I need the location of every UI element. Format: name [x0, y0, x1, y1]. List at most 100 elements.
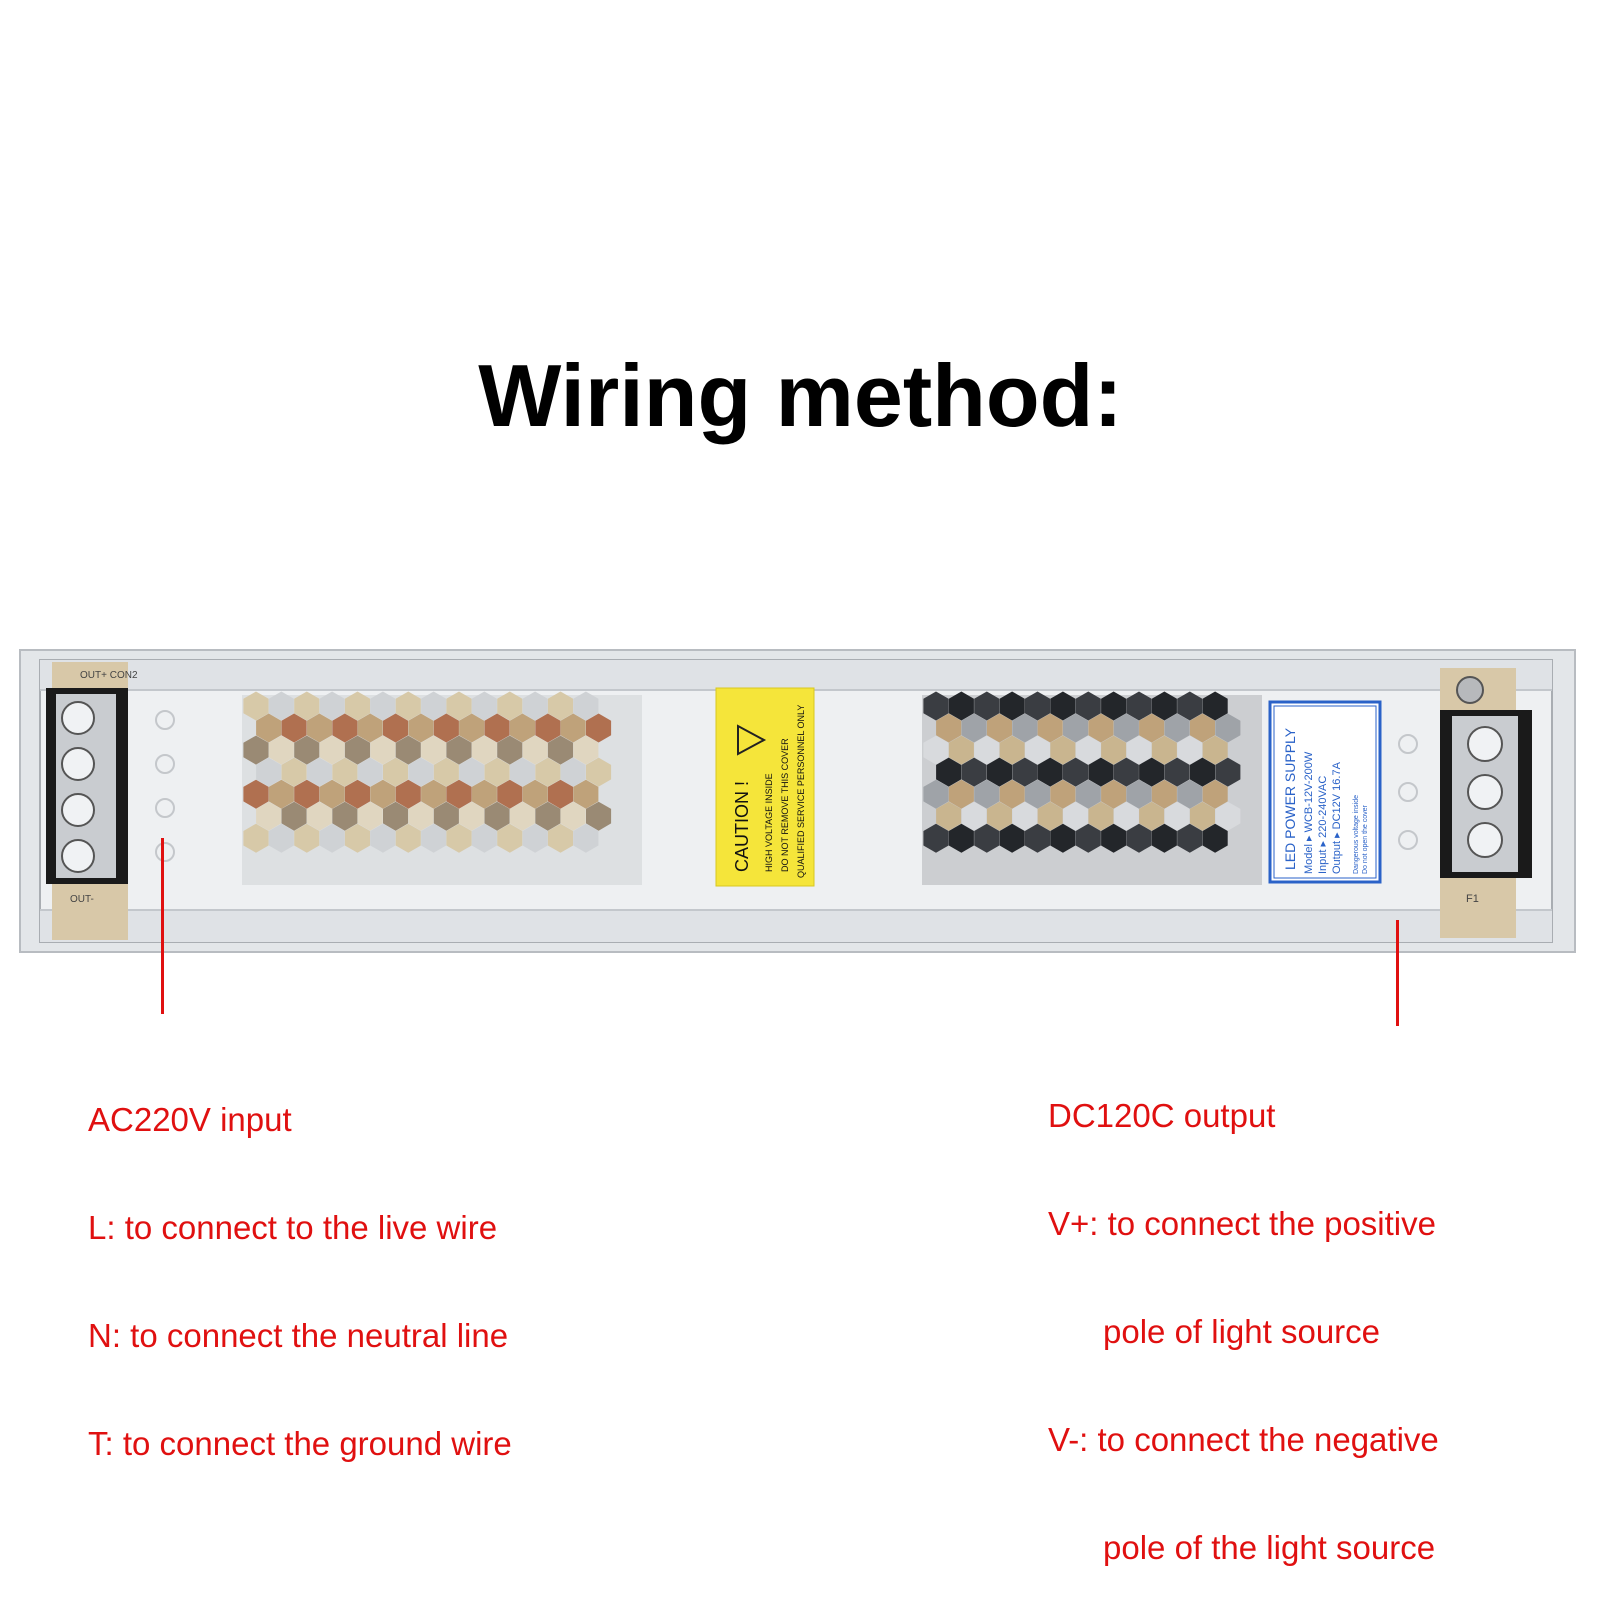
- vent-hole: [1113, 757, 1139, 787]
- vent-hole: [281, 757, 307, 787]
- vent-hole: [294, 691, 320, 721]
- vent-hole: [1215, 757, 1241, 787]
- caution-label: CAUTION ! HIGH VOLTAGE INSIDE DO NOT REM…: [715, 687, 815, 887]
- vent-hole: [433, 713, 459, 743]
- vent-hole: [306, 713, 332, 743]
- vent-hole: [923, 823, 949, 853]
- vent-hole: [459, 713, 485, 743]
- vent-hole: [535, 801, 561, 831]
- vent-hole: [421, 735, 447, 765]
- vent-hole: [1037, 757, 1063, 787]
- spec-line-input: Input ▸ 220-240VAC: [1317, 776, 1329, 874]
- vent-hole: [319, 779, 345, 809]
- vent-hole: [421, 823, 447, 853]
- vent-hole: [999, 691, 1025, 721]
- vent-hole: [1024, 823, 1051, 853]
- vent-hole: [1177, 823, 1203, 853]
- vent-hole: [1075, 735, 1101, 765]
- vent-hole: [560, 801, 586, 831]
- vent-hole: [357, 713, 383, 743]
- vent-hole: [281, 713, 307, 743]
- vent-hole: [535, 757, 561, 787]
- vent-hole: [923, 779, 949, 809]
- vent-hole: [294, 779, 320, 809]
- vent-hole: [421, 691, 447, 721]
- vent-hole: [268, 735, 294, 765]
- vent-hole: [1075, 823, 1101, 853]
- vent-hole: [948, 779, 974, 809]
- vent-hole: [395, 691, 421, 721]
- vent-hole: [1113, 801, 1139, 831]
- vent-hole: [509, 801, 535, 831]
- vent-hole: [986, 713, 1012, 743]
- vent-hole: [1177, 779, 1203, 809]
- vent-hole: [522, 823, 548, 853]
- vent-hole: [936, 713, 962, 743]
- vent-hole: [1202, 691, 1228, 721]
- vent-hole: [497, 691, 523, 721]
- vent-hole: [1151, 735, 1177, 765]
- vent-hole: [294, 823, 320, 853]
- vent-hole: [497, 823, 523, 853]
- vent-hole: [1189, 713, 1215, 743]
- vent-hole: [1037, 713, 1063, 743]
- vent-hole: [1024, 691, 1051, 721]
- warning-triangle-icon: [737, 724, 767, 756]
- vent-hole: [586, 801, 612, 831]
- input-terminal-block: OUT+ CON2 OUT-: [46, 662, 138, 940]
- vent-hole: [471, 823, 497, 853]
- vent-hole: [547, 779, 574, 809]
- vent-hole: [1126, 779, 1152, 809]
- vent-hole: [256, 801, 282, 831]
- vent-hole: [1113, 713, 1139, 743]
- vent-hole: [433, 757, 459, 787]
- vent-hole: [357, 757, 383, 787]
- vent-hole: [268, 691, 294, 721]
- vent-hole: [243, 691, 269, 721]
- vent-hole: [974, 735, 1000, 765]
- vent-hole: [357, 801, 383, 831]
- vent-hole: [446, 691, 472, 721]
- vent-hole: [383, 713, 409, 743]
- output-note-heading: DC120C output: [1048, 1097, 1276, 1134]
- vent-hole: [999, 779, 1025, 809]
- vent-hole: [1202, 823, 1228, 853]
- vent-hole: [332, 801, 358, 831]
- vent-hole: [1101, 691, 1127, 721]
- vent-hole: [370, 779, 396, 809]
- vent-hole: [1151, 779, 1177, 809]
- vent-hole: [344, 735, 371, 765]
- terminal-mark-left-top: OUT+ CON2: [80, 670, 138, 681]
- spec-footer-2: Do not open the cover: [1362, 804, 1369, 874]
- vent-hole: [1164, 713, 1190, 743]
- vent-hole: [948, 691, 974, 721]
- vent-hole: [446, 735, 472, 765]
- vent-hole: [948, 735, 974, 765]
- vent-hole: [332, 713, 358, 743]
- spec-line-output: Output ▸ DC12V 16.7A: [1331, 761, 1343, 874]
- vent-hole: [1088, 801, 1114, 831]
- vent-hole: [459, 801, 485, 831]
- vent-hole: [923, 735, 949, 765]
- vent-hole: [1215, 801, 1241, 831]
- vent-hole: [974, 779, 1000, 809]
- vent-hole: [974, 691, 1000, 721]
- vent-hole: [256, 757, 282, 787]
- output-note-line-vminus: V-: to connect the negative: [1048, 1421, 1439, 1458]
- vent-hole: [1050, 691, 1076, 721]
- vent-hole: [1012, 757, 1038, 787]
- vent-hole: [1202, 779, 1228, 809]
- spec-label: LED POWER SUPPLY Model ▸ WCB-12V-200W In…: [1268, 700, 1382, 884]
- vent-hole: [1189, 801, 1215, 831]
- vent-hole: [1189, 757, 1215, 787]
- vent-hole: [1139, 713, 1165, 743]
- vent-hole: [1101, 823, 1127, 853]
- spec-footer-1: Dangerous voltage inside: [1353, 795, 1360, 874]
- vent-hole: [573, 735, 599, 765]
- vent-hole: [1088, 757, 1114, 787]
- vent-hole: [243, 735, 269, 765]
- vent-hole: [1063, 713, 1089, 743]
- vent-hole: [395, 823, 421, 853]
- spec-heading: LED POWER SUPPLY: [1282, 727, 1298, 870]
- vent-hole: [446, 779, 472, 809]
